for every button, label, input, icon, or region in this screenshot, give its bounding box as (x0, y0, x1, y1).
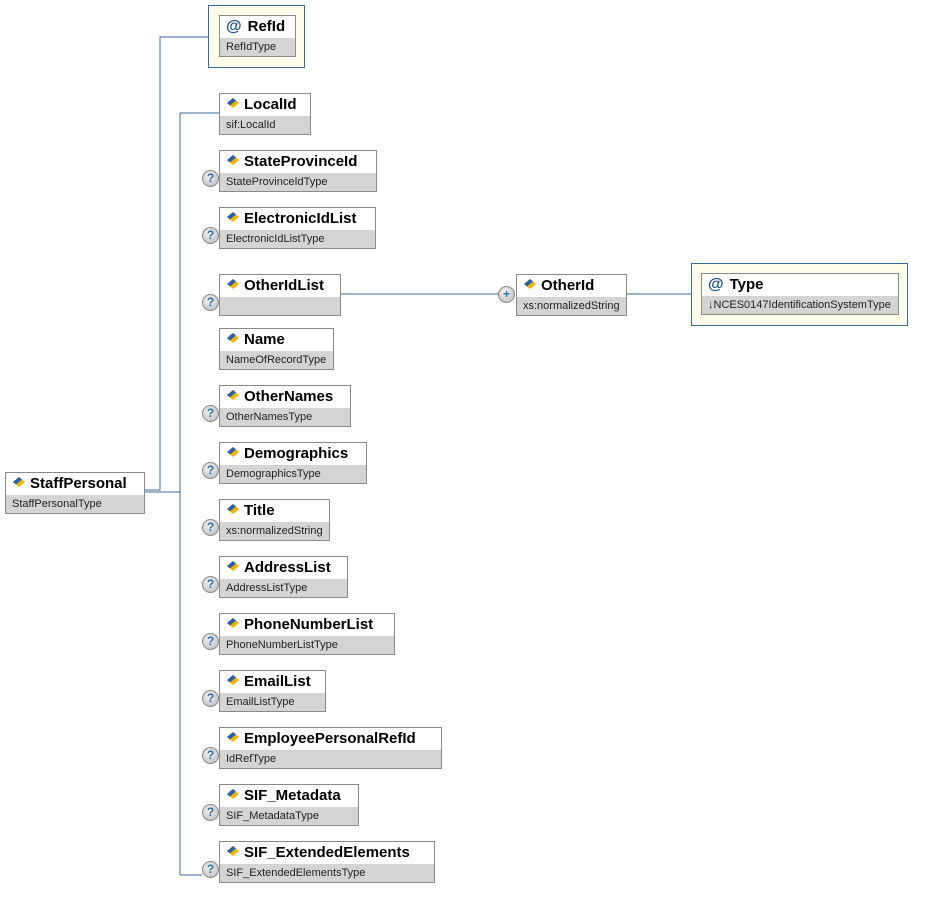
element-icon (227, 333, 239, 343)
element-type: DemographicsType (220, 465, 366, 483)
element-type: SIF_ExtendedElementsType (220, 864, 434, 882)
element-name: OtherId (541, 277, 595, 294)
element-name: Demographics (244, 445, 349, 462)
element-name: Name (244, 331, 285, 348)
attribute-icon: @ (708, 276, 724, 293)
attribute-type: RefIdType (220, 38, 295, 56)
element-icon (227, 732, 239, 742)
element-name: OtherNames (244, 388, 334, 405)
attribute-type-value: ↓NCES0147IdentificationSystemType (702, 296, 898, 314)
element-title[interactable]: Title xs:normalizedString (219, 499, 330, 541)
expand-plus-icon[interactable]: + (498, 286, 515, 303)
attribute-name: Type (729, 276, 764, 293)
element-type: xs:normalizedString (220, 522, 329, 540)
optional-question-icon: ? (202, 690, 219, 707)
attributes-group: @ RefId RefIdType (208, 5, 305, 68)
element-type: EmailListType (220, 693, 325, 711)
element-icon (227, 98, 239, 108)
element-icon (227, 561, 239, 571)
optional-question-icon: ? (202, 861, 219, 878)
attribute-icon: @ (226, 18, 242, 35)
element-name: EmployeePersonalRefId (244, 730, 416, 747)
element-localid[interactable]: LocalId sif:LocalId (219, 93, 311, 135)
optional-question-icon: ? (202, 227, 219, 244)
element-type (220, 297, 340, 315)
element-name: StateProvinceId (244, 153, 358, 170)
optional-question-icon: ? (202, 519, 219, 536)
attribute-type[interactable]: @ Type ↓NCES0147IdentificationSystemType (701, 273, 899, 315)
element-icon (227, 279, 239, 289)
element-icon (227, 618, 239, 628)
element-icon (227, 675, 239, 685)
element-name: Title (244, 502, 275, 519)
element-name: SIF_Metadata (244, 787, 341, 804)
element-name: OtherIdList (244, 277, 325, 294)
element-icon (13, 477, 25, 487)
element-type: xs:normalizedString (517, 297, 626, 315)
element-type: StaffPersonalType (6, 495, 144, 513)
element-type: IdRefType (220, 750, 441, 768)
optional-question-icon: ? (202, 170, 219, 187)
optional-question-icon: ? (202, 294, 219, 311)
element-icon (227, 846, 239, 856)
element-icon (227, 504, 239, 514)
element-icon (227, 155, 239, 165)
element-type: StateProvinceIdType (220, 173, 376, 191)
optional-question-icon: ? (202, 576, 219, 593)
element-icon (524, 279, 536, 289)
element-type: NameOfRecordType (220, 351, 333, 369)
element-icon (227, 447, 239, 457)
attribute-refid[interactable]: @ RefId RefIdType (219, 15, 296, 57)
element-type: OtherNamesType (220, 408, 350, 426)
element-type: AddressListType (220, 579, 347, 597)
element-type: PhoneNumberListType (220, 636, 394, 654)
element-type: sif:LocalId (220, 116, 310, 134)
element-name: StaffPersonal (30, 475, 127, 492)
element-name: PhoneNumberList (244, 616, 374, 633)
element-name: EmailList (244, 673, 311, 690)
optional-question-icon: ? (202, 405, 219, 422)
optional-question-icon: ? (202, 804, 219, 821)
root-element-staffpersonal[interactable]: StaffPersonal StaffPersonalType (5, 472, 145, 514)
attribute-name: RefId (247, 18, 286, 35)
element-name: LocalId (244, 96, 297, 113)
optional-question-icon: ? (202, 462, 219, 479)
element-otheridlist[interactable]: OtherIdList (219, 274, 341, 316)
element-name: AddressList (244, 559, 331, 576)
element-type: ElectronicIdListType (220, 230, 375, 248)
element-icon (227, 789, 239, 799)
optional-question-icon: ? (202, 747, 219, 764)
element-name: SIF_ExtendedElements (244, 844, 410, 861)
element-name: ElectronicIdList (244, 210, 357, 227)
otherid-attributes-group: @ Type ↓NCES0147IdentificationSystemType (691, 263, 908, 326)
element-otherid[interactable]: OtherId xs:normalizedString (516, 274, 627, 316)
element-icon (227, 212, 239, 222)
element-type: SIF_MetadataType (220, 807, 358, 825)
optional-question-icon: ? (202, 633, 219, 650)
element-icon (227, 390, 239, 400)
